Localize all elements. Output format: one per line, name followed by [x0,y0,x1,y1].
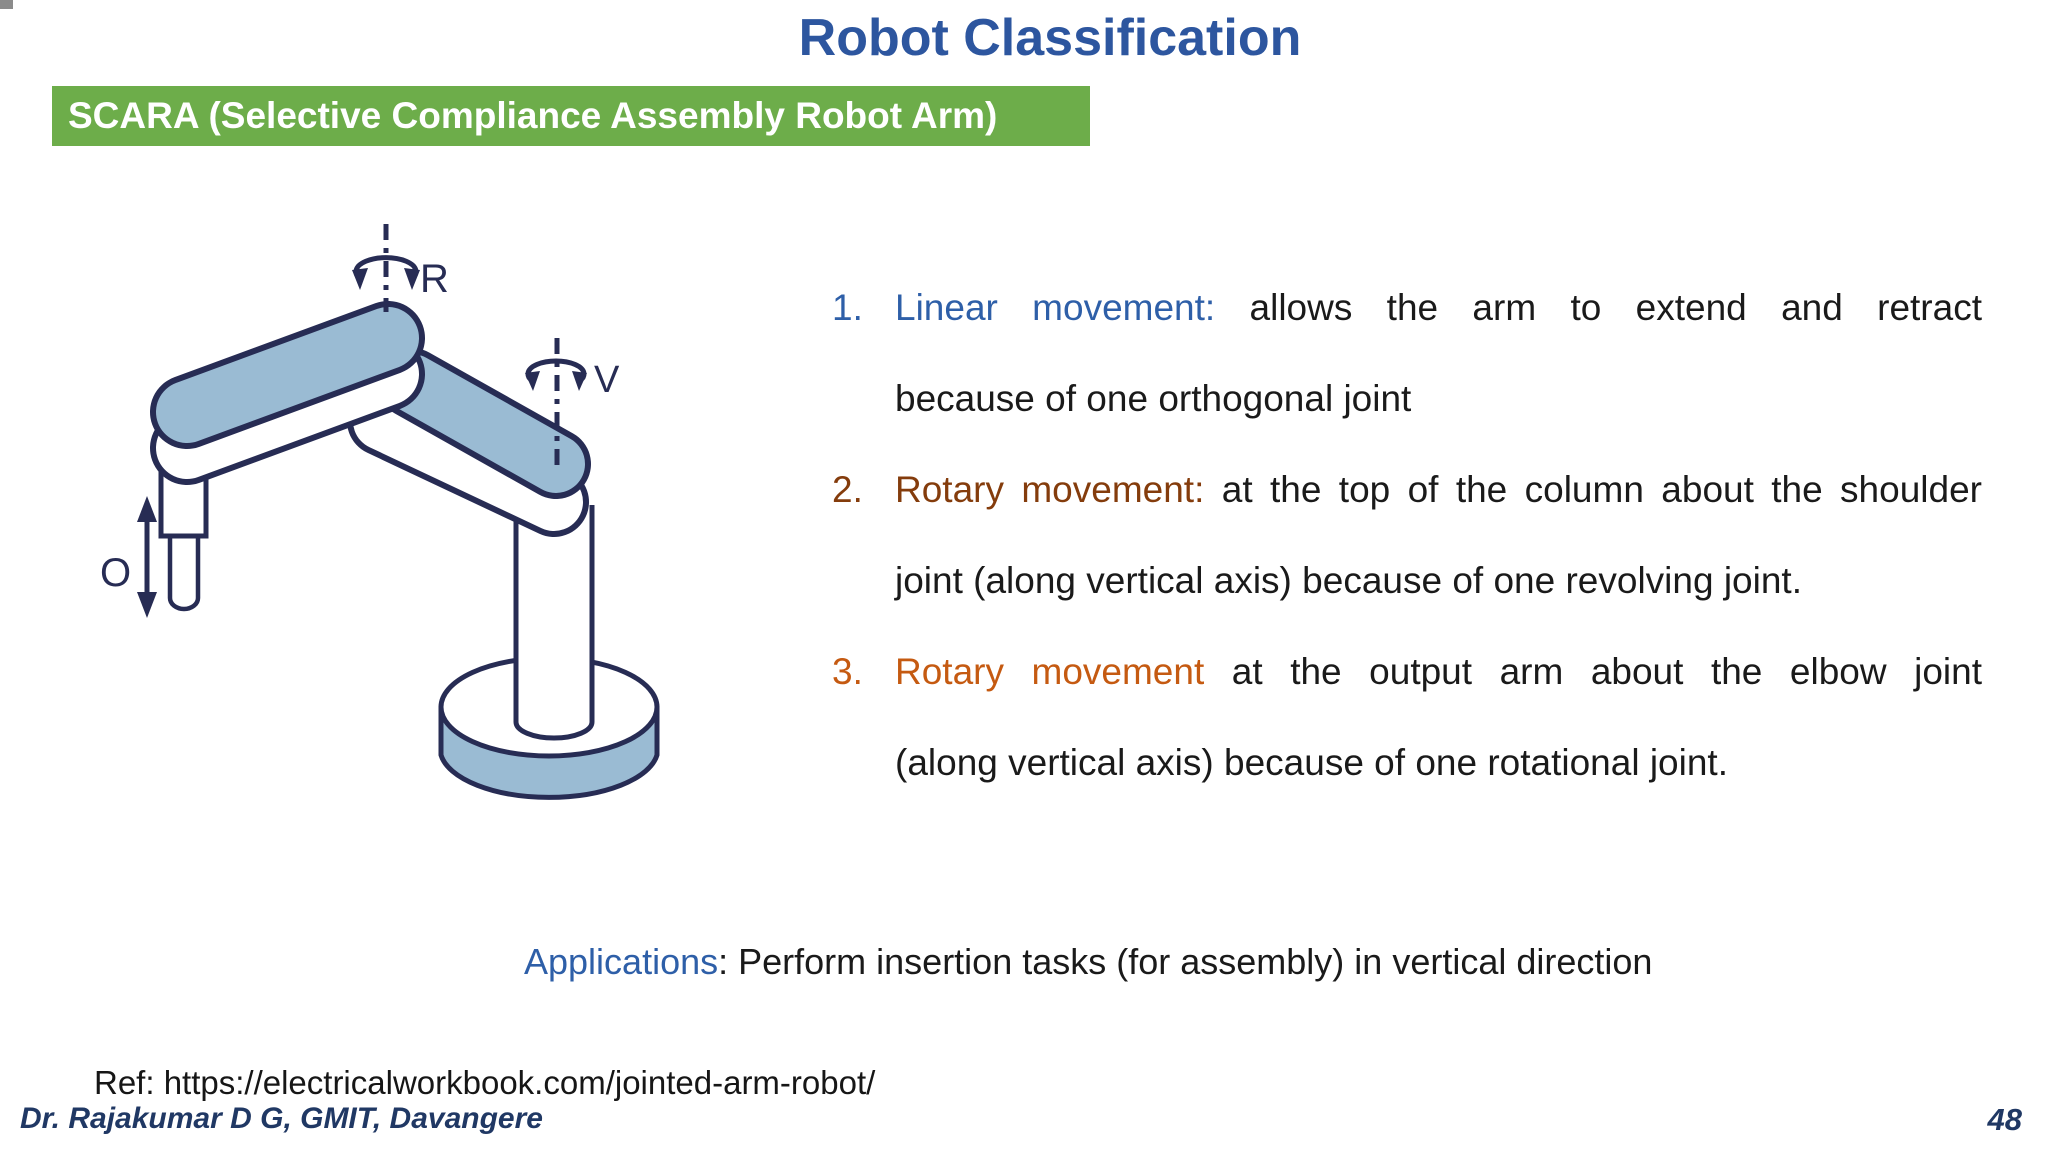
linear-axis-o: O [100,496,157,618]
corner-artifact [0,0,13,9]
list-item-lead: Rotary movement: [895,469,1205,510]
list-item-text: at the top of the column about the shoul… [1221,469,1982,510]
axis-label-v: V [594,359,620,401]
page-number: 48 [1987,1102,2022,1137]
reference-link[interactable]: Ref: https://electricalworkbook.com/join… [94,1064,876,1101]
robot-column [513,505,595,741]
footer-author: Dr. Rajakumar D G, GMIT, Davangere [20,1102,543,1135]
list-item-text: (along vertical axis) because of one rot… [895,742,1728,783]
applications-text: : Perform insertion tasks (for assembly)… [718,941,1653,982]
axis-label-r: R [420,257,449,301]
list-item-lead: Linear movement: [895,287,1216,328]
list-item-text: joint (along vertical axis) because of o… [895,560,1802,601]
list-item-text: allows the arm to extend and retract [1249,287,1982,328]
section-banner: SCARA (Selective Compliance Assembly Rob… [52,86,1090,146]
rotation-axis-v: V [525,338,620,468]
list-item-lead: Rotary movement [895,651,1205,692]
list-item: 1. Linear movement: allows the arm to ex… [832,262,1982,444]
list-item: 3. Rotary movement at the output arm abo… [832,626,1982,808]
scara-robot-diagram: R V O [100,224,660,800]
rotation-axis-r: R [352,224,449,312]
robot-lower-arm [347,348,591,537]
page-title: Robot Classification [798,9,1302,67]
list-item-number: 1. [832,287,863,328]
robot-upper-arm [150,301,425,485]
bullet-list: 1. Linear movement: allows the arm to ex… [832,262,1982,808]
list-item-number: 3. [832,651,863,692]
list-item: 2. Rotary movement: at the top of the co… [832,444,1982,626]
list-item-text: at the output arm about the elbow joint [1231,651,1982,692]
applications-label: Applications [524,941,719,982]
list-item-text: because of one orthogonal joint [895,378,1412,419]
applications-line: Applications: Perform insertion tasks (f… [524,940,1652,983]
section-banner-label: SCARA (Selective Compliance Assembly Rob… [68,95,998,136]
axis-label-o: O [100,551,131,595]
list-item-number: 2. [832,469,863,510]
